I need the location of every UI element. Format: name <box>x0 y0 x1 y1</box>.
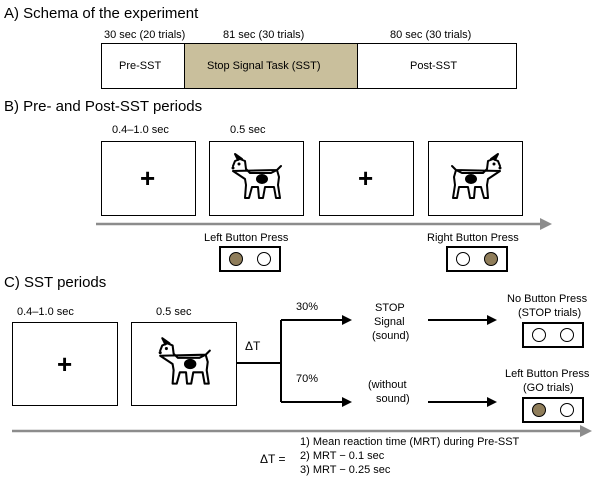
left-press-line-2: (GO trials) <box>523 382 574 394</box>
sst-duration: 81 sec (30 trials) <box>223 29 305 41</box>
c-no-press-buttons <box>522 322 584 348</box>
dog-left-icon <box>231 153 282 199</box>
left-press-line-1: Left Button Press <box>505 368 590 380</box>
pre-sst-phase <box>101 43 185 89</box>
b-left-press-label: Left Button Press <box>204 232 289 244</box>
sst-label: Stop Signal Task (SST) <box>207 60 321 72</box>
b-fixation-screen-1: + <box>101 141 196 216</box>
delta-def-3: 3) MRT − 0.25 sec <box>300 464 391 476</box>
section-b-title: B) Pre- and Post-SST periods <box>4 98 203 115</box>
b-stimulus-duration: 0.5 sec <box>230 124 266 136</box>
stop-signal-line-1: STOP <box>375 302 405 314</box>
c-stimulus-duration: 0.5 sec <box>156 306 192 318</box>
b-fixation-duration: 0.4–1.0 sec <box>112 124 169 136</box>
post-sst-phase <box>357 43 517 89</box>
post-sst-label: Post-SST <box>410 60 458 72</box>
branch-top-pct: 30% <box>296 301 319 313</box>
b-dog-screen-right <box>428 141 523 216</box>
stop-signal-line-2: Signal <box>374 316 405 328</box>
right-button-pressed <box>484 252 498 266</box>
delta-t-label: ΔT <box>245 339 261 353</box>
c-dog-screen <box>131 322 237 406</box>
b-timeline-arrow <box>96 218 552 230</box>
b-left-press-buttons <box>219 246 281 272</box>
b-fixation-screen-2: + <box>319 141 414 216</box>
no-press-line-2: (STOP trials) <box>518 307 582 319</box>
c-fixation-screen: + <box>12 322 118 406</box>
delta-def-2: 2) MRT − 0.1 sec <box>300 450 385 462</box>
c-timeline-arrow <box>12 425 592 437</box>
section-a-title: A) Schema of the experiment <box>4 5 199 22</box>
without-sound-line-2: sound) <box>376 393 410 405</box>
right-button <box>257 252 271 266</box>
post-sst-duration: 80 sec (30 trials) <box>390 29 472 41</box>
pre-sst-label: Pre-SST <box>119 60 162 72</box>
pre-sst-duration: 30 sec (20 trials) <box>104 29 186 41</box>
dog-right-icon <box>451 153 502 199</box>
fixation-cross-icon: + <box>140 163 156 193</box>
right-button <box>560 328 574 342</box>
right-button <box>560 403 574 417</box>
section-c-title: C) SST periods <box>4 274 107 291</box>
sst-phase <box>184 43 358 89</box>
stop-signal-line-3: (sound) <box>372 330 410 342</box>
without-sound-line-1: (without <box>368 379 407 391</box>
no-press-line-1: No Button Press <box>507 293 588 305</box>
left-button-pressed <box>532 403 546 417</box>
fixation-cross-icon: + <box>358 163 374 193</box>
c-left-press-buttons <box>522 397 584 423</box>
delta-def-1: 1) Mean reaction time (MRT) during Pre-S… <box>300 436 520 448</box>
left-button <box>532 328 546 342</box>
b-dog-screen-left <box>209 141 304 216</box>
c-fixation-duration: 0.4–1.0 sec <box>17 306 74 318</box>
left-button-pressed <box>229 252 243 266</box>
delta-def-label: ΔT = <box>260 452 286 466</box>
dog-left-icon <box>158 337 211 385</box>
branch-bottom-pct: 70% <box>296 373 319 385</box>
left-button <box>456 252 470 266</box>
b-right-press-buttons <box>446 246 508 272</box>
fixation-cross-icon: + <box>57 349 73 379</box>
b-right-press-label: Right Button Press <box>427 232 519 244</box>
